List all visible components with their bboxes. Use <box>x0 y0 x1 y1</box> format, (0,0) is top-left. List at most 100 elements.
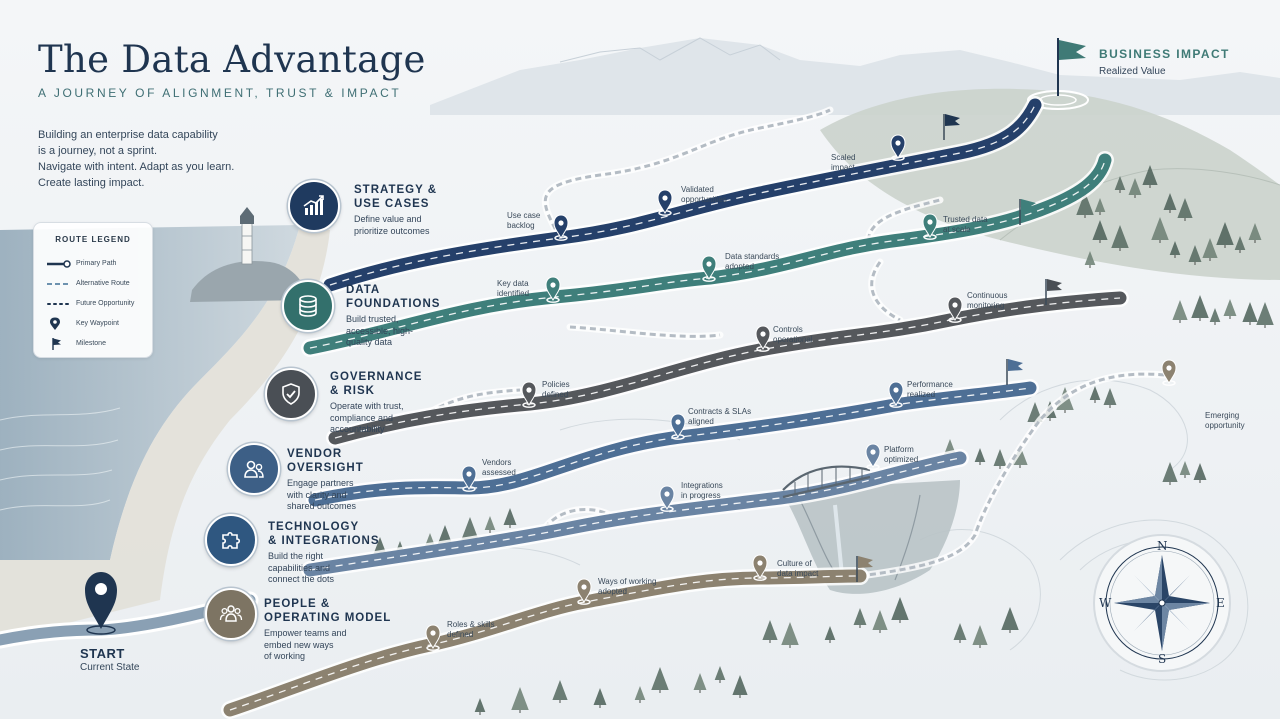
waypoint-label-line: operational <box>773 334 813 344</box>
emerging-line: opportunity <box>1205 421 1245 430</box>
tree-icon <box>1172 300 1188 320</box>
tree-icon <box>853 608 867 625</box>
stage-title: & INTEGRATIONS <box>268 535 380 547</box>
start-title: START <box>80 646 125 661</box>
waypoint-pin-icon <box>865 443 881 470</box>
legend-item-key-waypoint: Key Waypoint <box>46 317 150 331</box>
waypoint-label-line: at scale <box>943 224 971 234</box>
waypoint-label-line: Vendors <box>482 458 512 467</box>
waypoint-label-line: impact <box>831 162 855 172</box>
start-pin-icon <box>85 572 117 635</box>
stage-title: USE CASES <box>354 198 430 210</box>
waypoint-pin-icon <box>755 325 771 352</box>
waypoint-label-line: Key data <box>497 279 529 288</box>
tree-icon <box>511 687 529 710</box>
alternative-route-icon <box>47 283 70 285</box>
road-centerline-governance <box>334 297 1121 439</box>
legend-label: Alternative Route <box>76 280 130 287</box>
key-waypoint-icon <box>50 317 60 330</box>
bridge <box>782 465 871 499</box>
stage-title: TECHNOLOGY <box>268 521 360 533</box>
intro-text: Building an enterprise data capability i… <box>38 127 268 191</box>
compass-north: N <box>1157 539 1168 553</box>
tree-icon <box>1256 302 1274 325</box>
stage-description: compliance and <box>330 412 394 423</box>
tree-icon <box>593 688 607 705</box>
waypoint-label-line: Validated <box>681 185 714 194</box>
stage-description: connect the dots <box>268 574 335 584</box>
intro-line: Building an enterprise data capability <box>38 129 218 141</box>
database-icon <box>282 280 334 332</box>
tree-icon <box>1151 217 1169 240</box>
waypoint-label-line: adopted <box>598 586 627 596</box>
stage-title: & RISK <box>330 385 375 397</box>
waypoint-pin-icon <box>425 624 441 651</box>
destination-title: BUSINESS IMPACT <box>1099 47 1230 61</box>
alternative-route <box>543 108 831 239</box>
tree-icon <box>634 686 646 700</box>
waypoint-label-line: Data standards <box>725 252 780 261</box>
stage-description: Engage partners <box>287 478 354 488</box>
waypoint-pin-icon <box>1161 359 1177 386</box>
tree-icon <box>1076 192 1094 215</box>
waypoint-label-line: Policies <box>542 380 570 389</box>
tree-icon <box>552 680 568 700</box>
tree-icon <box>1191 295 1209 318</box>
waypoint-label-line: Platform <box>884 445 914 454</box>
road-centerline-vendor <box>314 387 1031 501</box>
tree-icon <box>762 620 778 640</box>
waypoint-label-line: Scaled <box>831 153 856 162</box>
tree-icon <box>1169 241 1181 255</box>
tree-icon <box>1209 308 1221 322</box>
tree-icon <box>651 667 669 690</box>
tree-icon <box>1179 461 1191 475</box>
tree-icon <box>714 666 726 680</box>
road-centerline-strategy <box>329 104 1036 286</box>
stage-description: prioritize outcomes <box>354 225 430 236</box>
tree-icon <box>1094 198 1106 212</box>
stage-title: STRATEGY & <box>354 184 438 196</box>
milestone-flag-icon <box>1019 199 1036 225</box>
puzzle-icon <box>205 514 257 566</box>
compass-east: E <box>1216 596 1225 610</box>
waypoint-label-line: Trusted data <box>943 215 988 224</box>
compass-rose-icon <box>1093 534 1231 672</box>
tree-icon <box>693 673 707 690</box>
legend-label: Future Opportunity <box>76 300 135 307</box>
waypoint-pin-icon <box>659 485 675 512</box>
stage-description: with clarity and <box>287 489 347 500</box>
shield-check-icon <box>265 368 317 420</box>
future-opportunity-icon <box>47 303 71 305</box>
team-icon <box>205 588 257 640</box>
tree-icon <box>484 516 496 530</box>
milestone-flag-icon <box>1045 279 1062 305</box>
waypoint-pin-icon <box>553 214 569 241</box>
waypoint-pin-icon <box>701 255 717 282</box>
stage-description: Empower teams and <box>264 628 347 638</box>
stage-description: shared outcomes <box>287 501 357 511</box>
stage-description: quality data <box>346 337 393 347</box>
tree-icon <box>1188 245 1202 262</box>
waypoint-label-line: aligned <box>688 416 714 426</box>
compass-west: W <box>1099 596 1112 610</box>
waypoint-label-line: Integrations <box>681 481 723 490</box>
primary-path-icon <box>47 260 71 268</box>
legend-label: Primary Path <box>76 260 117 267</box>
emerging-opportunity-label: Emerging opportunity <box>1205 411 1245 431</box>
alternative-route <box>569 325 721 338</box>
waypoint-label-line: data impact <box>777 568 819 578</box>
tree-icon <box>1223 299 1237 316</box>
